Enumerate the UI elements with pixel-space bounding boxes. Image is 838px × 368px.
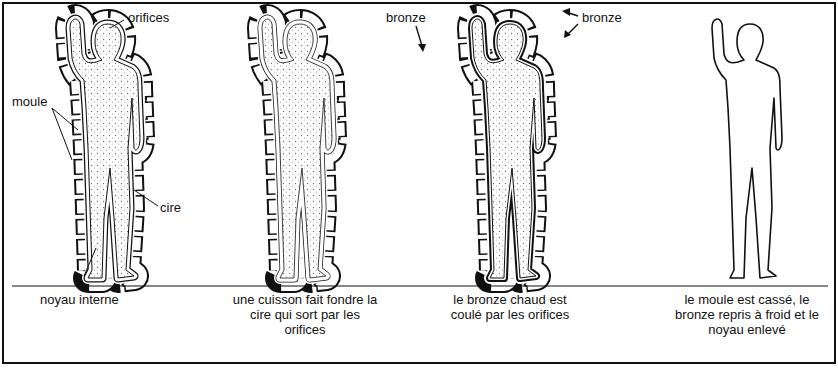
step-caption: le bronze chaud est coulé par les orific…	[440, 292, 580, 322]
part-label: noyau interne	[40, 292, 119, 307]
finished-bronze	[712, 19, 782, 278]
leader-lines	[52, 20, 158, 276]
step-caption: une cuisson fait fondre la cire qui sort…	[230, 292, 380, 337]
part-label: orifices	[128, 10, 169, 25]
pour-arrows	[416, 8, 578, 52]
material-label: bronze	[386, 10, 426, 25]
figure-with-bronze	[472, 19, 542, 278]
ground-line	[12, 285, 828, 286]
part-label: cire	[160, 200, 181, 215]
figure-without-wax	[262, 19, 332, 278]
step-caption: le moule est cassé, le bronze repris à f…	[672, 292, 822, 337]
part-label: moule	[12, 94, 47, 109]
material-label: bronze	[582, 10, 622, 25]
figure-with-wax	[70, 19, 140, 278]
